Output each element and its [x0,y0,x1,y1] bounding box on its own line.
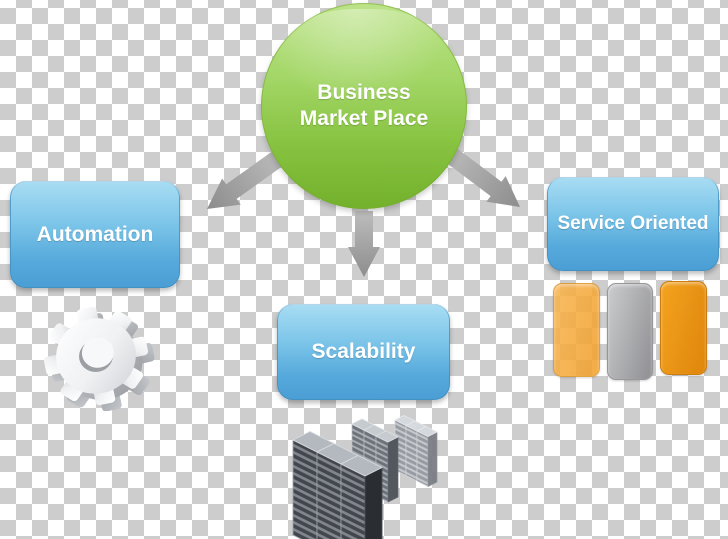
hub-business-market-place: Business Market Place [261,3,467,209]
hub-label-line2: Market Place [299,107,429,130]
node-scalability-label: Scalability [311,340,416,363]
node-automation-label: Automation [36,222,154,246]
bar-orange-light [553,283,600,377]
node-service-oriented: Service Oriented [547,177,719,271]
node-automation: Automation [10,181,180,288]
bar-orange-dark [660,281,707,375]
arrow-to-scalability [348,211,380,277]
arrow-to-automation [207,146,290,209]
hub-label: Business Market Place [300,80,428,132]
server-racks-icon [292,415,438,539]
gear-icon [43,306,155,411]
node-scalability: Scalability [277,304,450,400]
bar-gray [607,283,653,380]
arrow-to-service-oriented [438,142,520,207]
hub-label-line1: Business [317,81,411,104]
server-cluster-back [394,415,438,487]
node-service-oriented-label: Service Oriented [557,213,709,234]
server-cluster-front [292,431,383,539]
